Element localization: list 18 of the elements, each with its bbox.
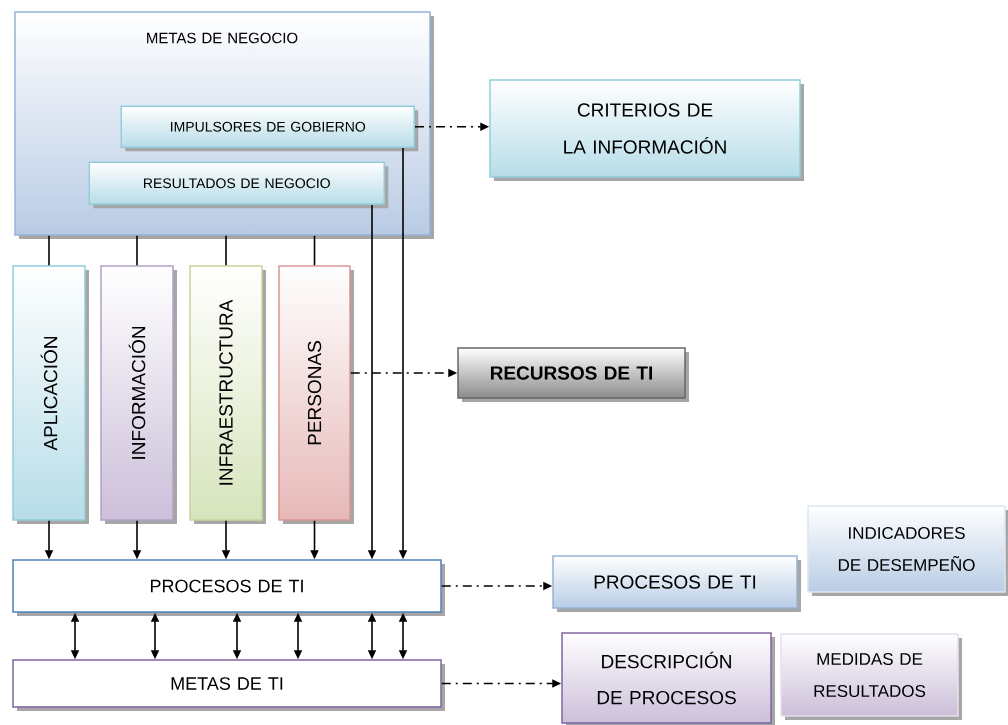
resource-bar: INFRAESTRUCTURA <box>189 265 266 524</box>
goal-box: METAS DE TI <box>12 659 445 711</box>
process-box: PROCESOS DE TI <box>552 555 801 612</box>
measure-box: MEDIDAS DE RESULTADOS <box>780 633 962 720</box>
result-box: RESULTADOS DE NEGOCIO <box>88 161 389 209</box>
criteria-box: CRITERIOS DE LA INFORMACIÓN <box>489 79 804 181</box>
process-box: PROCESOS DE TI <box>12 559 445 616</box>
resource-bar: INFORMACIÓN <box>100 265 177 524</box>
resource-bar: APLICACIÓN <box>12 265 89 524</box>
indicator-box: INDICADORES DE DESEMPEÑO <box>807 505 1008 596</box>
connector-line <box>225 234 227 267</box>
description-box: DESCRIPCIÓN DE PROCESOS <box>561 632 775 725</box>
driver-box: IMPULSORES DE GOBIERNO <box>120 105 419 152</box>
connector-line <box>313 234 316 267</box>
connector-line <box>136 234 138 267</box>
resource-box: RECURSOS DE TI <box>457 347 689 402</box>
resource-bar: PERSONAS <box>278 265 354 524</box>
connector-line <box>48 234 50 267</box>
